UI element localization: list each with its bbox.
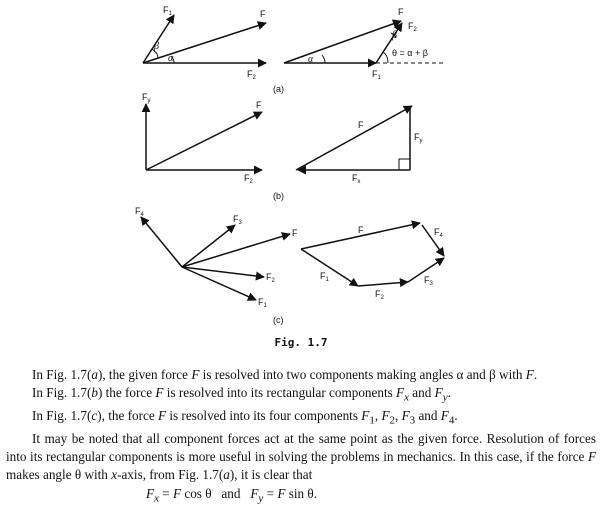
label-c-left-f4: F4 — [135, 206, 145, 218]
label-a-right-f2: F2 — [408, 21, 418, 33]
paragraph-fig-b: In Fig. 1.7(b) the force F is resolved i… — [6, 384, 596, 407]
label-c-left-f: F — [292, 228, 298, 238]
label-a-right-theta: θ = α + β — [392, 48, 428, 58]
label-c-right-f4: F4 — [434, 227, 444, 239]
label-a-left-f2: F2 — [247, 69, 257, 81]
label-b-right-f: F — [358, 120, 364, 130]
arrow-c-right-f1 — [301, 249, 358, 286]
label-part-a: (a) — [273, 84, 284, 94]
arrow-b-right-f — [296, 106, 412, 170]
label-a-left-f1: F1 — [163, 5, 173, 17]
arrow-a-left-f — [143, 23, 266, 63]
arc-a-right-theta — [383, 52, 388, 63]
arrow-c-right-f2 — [358, 282, 408, 286]
label-a-right-beta: β — [391, 30, 397, 41]
label-a-left-alpha: α — [168, 53, 174, 64]
label-c-right-f2: F2 — [375, 289, 385, 301]
label-a-right-f1: F1 — [372, 69, 382, 81]
figure-caption: Fig. 1.7 — [0, 336, 602, 349]
label-c-right-f: F — [358, 225, 364, 235]
label-b-left-f: F — [256, 100, 262, 110]
arc-a-right-alpha — [322, 55, 325, 63]
arrow-c-left-f4 — [141, 217, 182, 267]
equation-components: Fx = F cos θ and Fy = F sin θ. — [146, 485, 596, 507]
paragraph-fig-a: In Fig. 1.7(a), the given force F is res… — [6, 366, 596, 384]
body-text: In Fig. 1.7(a), the given force F is res… — [6, 366, 596, 507]
label-b-left-f2: F2 — [244, 173, 254, 185]
figure-1-7: F1 F F2 β α F F2 F1 β α θ = α + β (a) Fy… — [0, 0, 602, 340]
arrow-c-left-f — [182, 234, 290, 267]
label-b-left-fy: Fy — [142, 92, 151, 104]
right-angle-b — [399, 159, 410, 170]
arrow-c-left-f3 — [182, 225, 235, 267]
label-b-right-fx: Fx — [352, 173, 361, 185]
paragraph-resolution: It may be noted that all component force… — [6, 430, 596, 485]
label-c-left-f2: F2 — [266, 272, 276, 284]
arrow-a-right-f — [284, 21, 401, 63]
label-a-right-f: F — [398, 7, 404, 17]
label-c-left-f1: F1 — [258, 297, 268, 309]
label-a-left-beta: β — [153, 41, 159, 52]
paragraph-fig-c: In Fig. 1.7(c), the force F is resolved … — [6, 407, 596, 430]
label-c-right-f1: F1 — [320, 271, 330, 283]
label-part-b: (b) — [273, 191, 284, 201]
label-a-right-alpha: α — [308, 54, 314, 65]
arrow-c-right-f4 — [422, 225, 444, 256]
label-a-left-f: F — [260, 9, 266, 19]
label-part-c: (c) — [273, 315, 284, 325]
label-c-right-f3: F3 — [424, 275, 434, 287]
label-b-right-fy: Fy — [414, 132, 423, 144]
arrow-b-left-f — [146, 112, 262, 170]
label-c-left-f3: F3 — [233, 214, 243, 226]
